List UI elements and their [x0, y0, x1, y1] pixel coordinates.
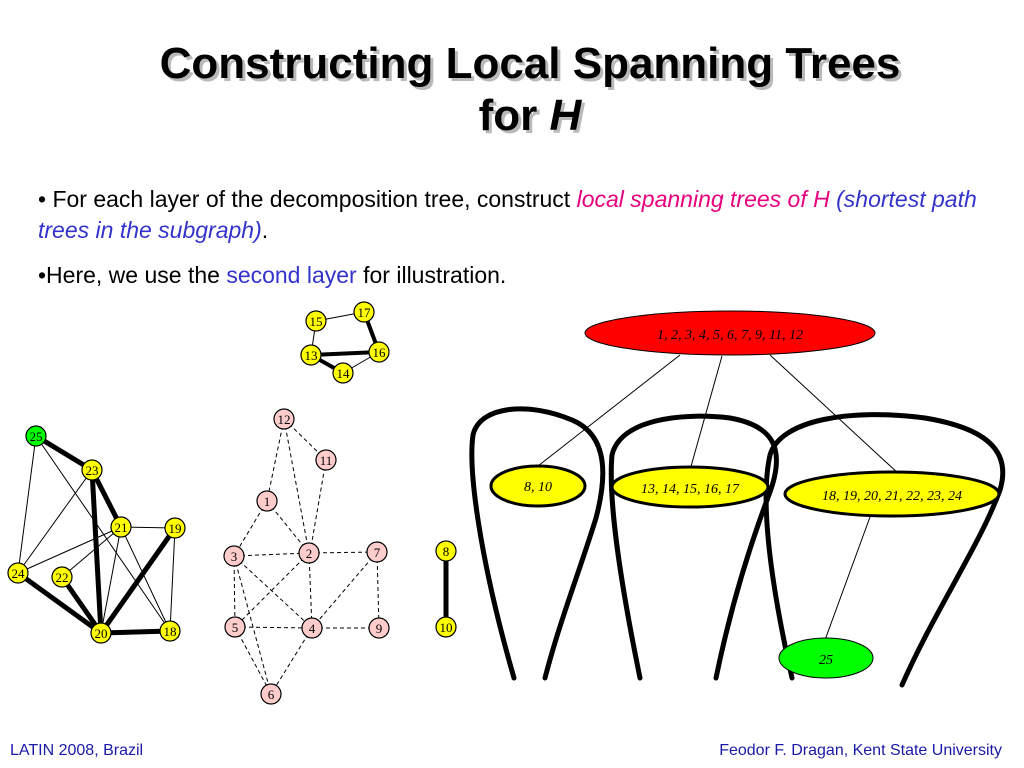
node-label: 12	[278, 412, 291, 427]
graph-node: 2	[298, 542, 320, 564]
tree-child-node-2: 13, 14, 15, 16, 17	[610, 465, 770, 509]
bullet-2: •Here, we use the second layer for illus…	[38, 260, 978, 291]
graph-node: 1	[256, 490, 278, 512]
bullet-1-red: local spanning trees of H	[576, 186, 830, 212]
graph-node: 17	[353, 301, 375, 323]
graph-node: 19	[164, 517, 186, 539]
graph-node: 8	[435, 540, 457, 562]
graph-node: 7	[366, 541, 388, 563]
footer-right: Feodor F. Dragan, Kent State University	[719, 742, 1002, 759]
bullet-2-suffix: for illustration.	[356, 262, 507, 288]
graph-node: 12	[273, 408, 295, 430]
node-label: 14	[337, 366, 351, 381]
graph-node: 11	[315, 449, 337, 471]
layer-outlines	[469, 406, 1006, 688]
node-label: 15	[310, 314, 323, 329]
graph-node: 10	[435, 616, 457, 638]
node-label: 21	[115, 520, 128, 535]
tree-child-label-3: 18, 19, 20, 21, 22, 23, 24	[822, 489, 962, 504]
title-line-2-italic: H	[549, 91, 582, 140]
tree-root-label: 1, 2, 3, 4, 5, 6, 7, 9, 11, 12	[657, 328, 803, 343]
node-label: 3	[231, 549, 238, 564]
bullet-1-end: .	[261, 217, 269, 243]
node-label: 1	[264, 494, 271, 509]
node-label: 22	[56, 570, 69, 585]
graph-node: 9	[368, 617, 390, 639]
node-label: 25	[30, 429, 43, 444]
graph-node: 3	[223, 545, 245, 567]
graph-node: 24	[7, 562, 29, 584]
bullet-1: • For each layer of the decomposition tr…	[38, 184, 978, 246]
node-label: 2	[306, 546, 313, 561]
left-graph	[16, 433, 178, 636]
graph-node: 18	[159, 620, 181, 642]
node-label: 9	[376, 621, 383, 636]
node-label: 19	[169, 521, 182, 536]
graph-node: 14	[332, 362, 354, 384]
graph-node: 16	[368, 341, 390, 363]
graph-node: 22	[51, 566, 73, 588]
tree-child-node-1: 8, 10	[489, 464, 587, 508]
graph-node: 5	[224, 616, 246, 638]
tree-child-label-1: 8, 10	[524, 480, 552, 495]
node-label: 7	[374, 545, 381, 560]
node-label: 20	[95, 626, 108, 641]
graph-node: 4	[301, 617, 323, 639]
slide-title: Constructing Local Spanning Trees for H	[0, 38, 1024, 142]
title-line-2: for H	[0, 90, 1024, 142]
graph-node: 21	[110, 516, 132, 538]
bullet-1-prefix: • For each layer of the decomposition tr…	[38, 186, 577, 212]
node-label: 23	[86, 463, 99, 478]
node-label: 11	[320, 453, 333, 468]
middle-graph	[233, 418, 380, 695]
tree-leaf-node: 25	[778, 637, 874, 679]
node-label: 4	[309, 621, 316, 636]
node-label: 6	[268, 687, 275, 702]
footer-left: LATIN 2008, Brazil	[10, 742, 144, 759]
graph-node: 23	[81, 459, 103, 481]
bullet-2-prefix: •Here, we use the	[38, 262, 227, 288]
node-label: 8	[443, 544, 450, 559]
node-label: 13	[305, 348, 318, 363]
bullet-1-blue: (shortest path trees in the subgraph)	[38, 186, 977, 243]
node-label: 16	[373, 345, 387, 360]
tree-root-node: 1, 2, 3, 4, 5, 6, 7, 9, 11, 12	[584, 310, 876, 356]
graph-node: 6	[260, 683, 282, 705]
title-line-2-prefix: for	[478, 91, 550, 140]
node-label: 10	[440, 620, 453, 635]
node-label: 18	[164, 624, 177, 639]
node-label: 5	[232, 620, 239, 635]
tree-leaf-label: 25	[819, 653, 833, 668]
tree-child-label-2: 13, 14, 15, 16, 17	[641, 482, 740, 497]
graph-node: 15	[305, 310, 327, 332]
title-line-1: Constructing Local Spanning Trees	[159, 39, 901, 88]
bullet-2-blue: second layer	[226, 262, 357, 288]
graph-node: 25	[25, 425, 47, 447]
node-label: 24	[12, 566, 26, 581]
tree-child-node-3: 18, 19, 20, 21, 22, 23, 24	[783, 470, 1001, 518]
graph-node: 13	[300, 344, 322, 366]
node-label: 17	[358, 305, 372, 320]
graph-node: 20	[90, 622, 112, 644]
